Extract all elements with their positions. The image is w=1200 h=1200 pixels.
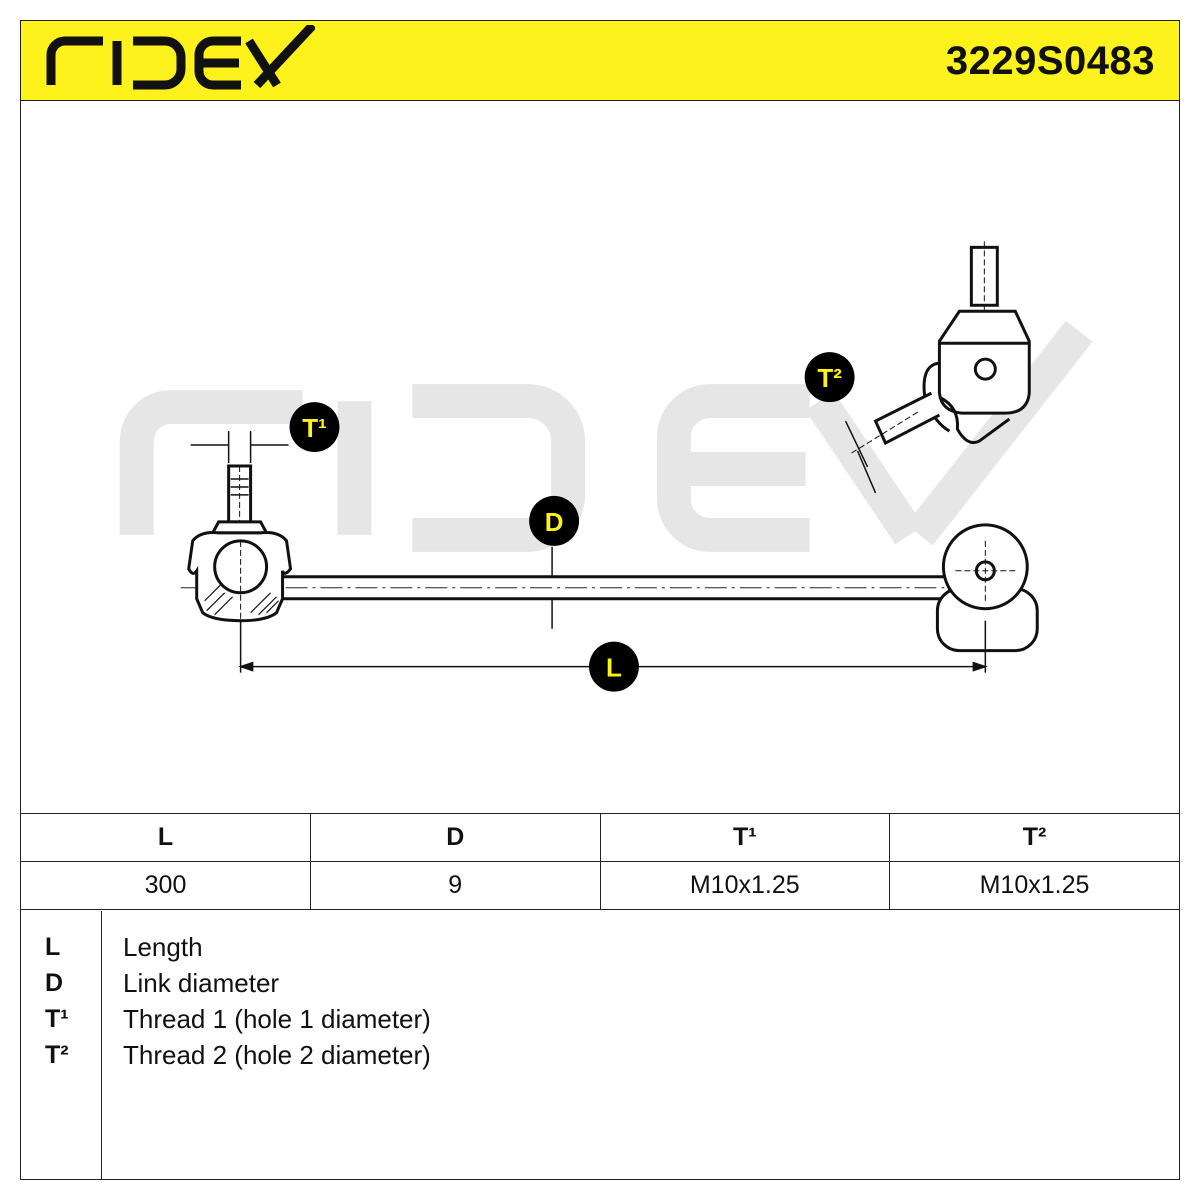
callout-l: L [589,641,639,692]
right-eye-joint [935,523,1039,653]
legend-desc: Length [123,932,203,962]
spec-header-row: L D T¹ T² [21,813,1179,862]
spec-value-t1: M10x1.25 [599,861,890,910]
callout-t1-label: T¹ [302,415,326,443]
callout-d-label: D [545,509,564,537]
ridex-watermark [119,320,1093,552]
callout-t1: T¹ [289,402,340,453]
legend-key: D [45,969,64,997]
callout-t2: T² [804,352,855,403]
ridex-logo [46,25,315,90]
left-ball-joint [187,464,293,623]
product-sheet: 3229S0483 [20,20,1180,1180]
spec-header-d: D [310,813,601,862]
t2-dimension [844,420,877,494]
callout-l-label: L [606,655,622,683]
spec-header-t1: T¹ [599,813,890,862]
legend-key: T¹ [45,1005,69,1033]
legend-divider [101,911,102,1179]
t1-dimension [190,431,289,463]
legend-key: T² [45,1041,69,1069]
spec-value-t2: M10x1.25 [889,861,1179,910]
spec-value-d: 9 [310,861,601,910]
link-rod [282,575,952,601]
legend-desc: Thread 1 (hole 1 diameter) [123,1004,431,1034]
spec-header-l: L [21,813,311,862]
technical-drawing: T¹ T² D L [119,241,1093,692]
legend-row: T² Thread 2 (hole 2 diameter) [21,1037,1179,1073]
callout-d: D [529,495,580,546]
right-joint-detail [851,241,1031,454]
legend-desc: Link diameter [123,968,280,998]
legend: L Length D Link diameter T¹ Thread 1 (ho… [21,911,1179,1179]
legend-row: T¹ Thread 1 (hole 1 diameter) [21,1001,1179,1037]
callout-t2-label: T² [817,365,842,393]
legend-key: L [45,933,61,961]
legend-desc: Thread 2 (hole 2 diameter) [123,1040,431,1070]
header-bar: 3229S0483 [21,21,1179,101]
spec-value-row: 300 9 M10x1.25 M10x1.25 [21,861,1179,910]
legend-row: L Length [21,929,1179,965]
spec-value-l: 300 [21,861,311,910]
part-number: 3229S0483 [945,39,1155,83]
legend-row: D Link diameter [21,965,1179,1001]
spec-header-t2: T² [889,813,1179,862]
spec-table: L D T¹ T² 300 9 M10x1.25 M10x1.25 [21,813,1179,910]
